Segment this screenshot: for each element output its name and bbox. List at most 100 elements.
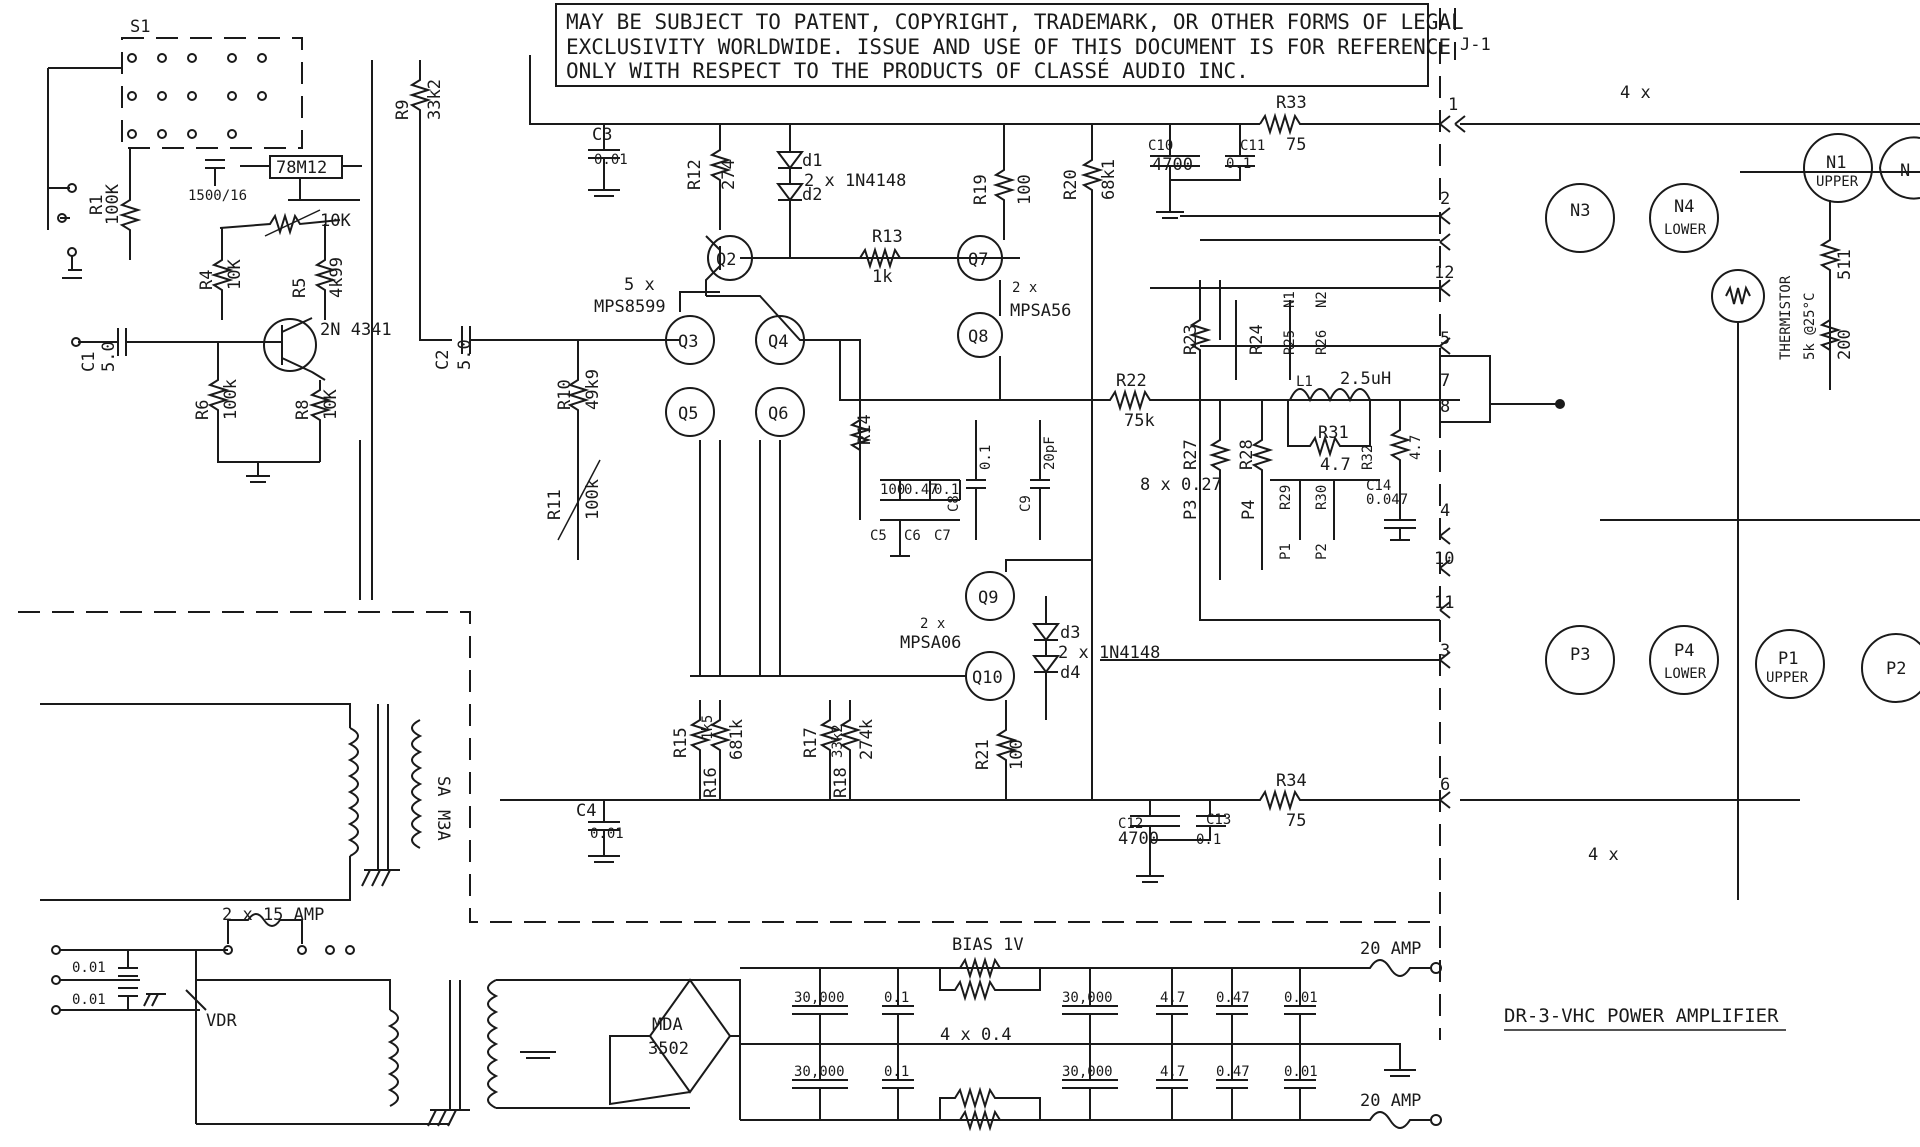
notice-line-2: EXCLUSIVITY WORLDWIDE. ISSUE AND USE OF … — [566, 35, 1451, 59]
transistor-q3 — [665, 315, 715, 365]
transistor-q8 — [957, 312, 1003, 358]
connector-pins: 1 2 12 5 7 8 4 10 11 3 6 J-1 — [1100, 35, 1491, 809]
label-r12-value: 274 — [719, 159, 739, 190]
label-n4: N4 — [1674, 197, 1694, 217]
label-q9: Q9 — [978, 588, 998, 608]
label-thermistor-value: 5k @25°C — [1802, 293, 1818, 360]
label-r19: R19 — [971, 174, 991, 205]
label-c7-value: 0.1 — [934, 482, 959, 498]
label-r30: R30 — [1314, 485, 1330, 510]
switch-contacts — [127, 53, 267, 139]
label-cap-30000-d: 30,000 — [1062, 1064, 1113, 1080]
label-r11-value: 100k — [583, 479, 603, 520]
label-c14-value: 0.047 — [1366, 492, 1408, 508]
label-4x-top: 4 x — [1620, 83, 1651, 103]
label-p3-out: P3 — [1570, 645, 1590, 665]
label-thermistor: THERMISTOR — [1778, 275, 1794, 360]
label-8x027: 8 x 0.27 — [1140, 475, 1222, 495]
output-terminal-a — [1555, 399, 1565, 409]
label-c1: C1 — [79, 352, 99, 372]
label-pin-7: 7 — [1440, 371, 1450, 391]
label-r18-value: 274k — [857, 719, 877, 760]
label-r32: R32 — [1360, 445, 1376, 470]
label-c6-value: 0.47 — [904, 482, 938, 498]
label-r26: R26 — [1314, 330, 1330, 355]
label-r5: R5 — [290, 278, 310, 298]
label-r6: R6 — [193, 400, 213, 420]
label-r1-value: 100K — [103, 183, 123, 225]
label-c9-value: 20pF — [1042, 436, 1058, 470]
label-pin-3: 3 — [1440, 641, 1450, 661]
label-r9-value: 33k2 — [425, 79, 445, 120]
transistor-p4 — [1649, 625, 1719, 695]
label-x2-a: 2 x — [1012, 280, 1037, 296]
label-4x-bottom: 4 x — [1588, 845, 1619, 865]
label-fuse-20a-bottom: 20 AMP — [1360, 1091, 1421, 1111]
label-p1-out: P1 — [1778, 649, 1798, 669]
label-r25: R25 — [1282, 330, 1298, 355]
label-2x15amp: 2 x 15 AMP — [222, 905, 324, 925]
label-r21: R21 — [973, 739, 993, 770]
label-r22: R22 — [1116, 371, 1147, 391]
power-supply: SA M3A 2 x 15 AMP 0.01 0.01 VDR MDA 3502… — [40, 703, 1442, 1132]
label-m3a: M3A — [433, 810, 453, 841]
transistor-n3 — [1545, 183, 1615, 253]
label-cap-47-a: 4.7 — [1160, 990, 1185, 1006]
legal-notice-box: MAY BE SUBJECT TO PATENT, COPYRIGHT, TRA… — [555, 3, 1464, 87]
label-vdr: VDR — [206, 1011, 237, 1031]
label-q2: Q2 — [716, 250, 736, 270]
label-cap-001-c: 0.01 — [1284, 990, 1318, 1006]
label-cap-001-d: 0.01 — [1284, 1064, 1318, 1080]
label-c4: C4 — [576, 801, 596, 821]
label-pin-1: 1 — [1448, 95, 1458, 115]
label-cap-047-a: 0.47 — [1216, 990, 1250, 1006]
label-r9: R9 — [393, 100, 413, 120]
label-p2: P2 — [1314, 543, 1330, 560]
label-r34: R34 — [1276, 771, 1307, 791]
selector-switch-s1 — [121, 37, 303, 149]
label-d2: d2 — [802, 185, 822, 205]
label-r20: R20 — [1061, 169, 1081, 200]
label-sa: SA — [433, 776, 453, 796]
transistor-n4 — [1649, 183, 1719, 253]
label-pin-6: 6 — [1440, 775, 1450, 795]
label-c2: C2 — [433, 350, 453, 370]
label-r15-value: 1k5 — [700, 715, 716, 740]
label-c9: C9 — [1018, 495, 1034, 512]
label-r33-value: 75 — [1286, 135, 1306, 155]
label-p1: P1 — [1278, 543, 1294, 560]
label-r18: R18 — [831, 767, 851, 798]
label-r511: 511 — [1835, 249, 1855, 280]
label-r15: R15 — [671, 727, 691, 758]
label-c11: C11 — [1240, 138, 1265, 154]
label-q4: Q4 — [768, 332, 788, 352]
label-d4: d4 — [1060, 663, 1080, 683]
label-l1-value: 2.5uH — [1340, 369, 1391, 389]
transistor-q5 — [665, 387, 715, 437]
label-c5: C5 — [870, 528, 887, 544]
label-r6-value: 100k — [221, 379, 241, 420]
label-n2: N2 — [1314, 291, 1330, 308]
label-cap-30000-b: 30,000 — [794, 1064, 845, 1080]
input-section: S1 R1 100K 78M12 1500/16 10K R4 10K R5 4… — [47, 17, 392, 483]
label-c12-value: 4700 — [1118, 829, 1159, 849]
label-q3: Q3 — [678, 332, 698, 352]
label-q10: Q10 — [972, 668, 1003, 688]
label-cap-01-a: 0.1 — [884, 990, 909, 1006]
label-r22-value: 75k — [1124, 411, 1155, 431]
label-n1: N1 — [1282, 291, 1298, 308]
label-r21-value: 100 — [1007, 739, 1027, 770]
output-transistors: 4 x 4 x N3 N4 LOWER N1 UPPER N P3 P4 LOW… — [1460, 83, 1920, 900]
label-r34-value: 75 — [1286, 811, 1306, 831]
label-cap-001-b: 0.01 — [72, 992, 106, 1008]
label-diode-top: 2 x 1N4148 — [804, 171, 906, 191]
label-cap-47-b: 4.7 — [1160, 1064, 1185, 1080]
label-n1-upper: UPPER — [1816, 174, 1859, 190]
label-c10-value: 4700 — [1152, 155, 1193, 175]
notice-line-1: MAY BE SUBJECT TO PATENT, COPYRIGHT, TRA… — [566, 10, 1464, 34]
jfet-2n4341 — [263, 318, 317, 372]
label-reg: 78M12 — [276, 158, 327, 178]
label-p4-lower: LOWER — [1664, 666, 1707, 682]
label-r4-value: 10K — [225, 259, 245, 290]
label-pin-12: 12 — [1434, 263, 1454, 283]
